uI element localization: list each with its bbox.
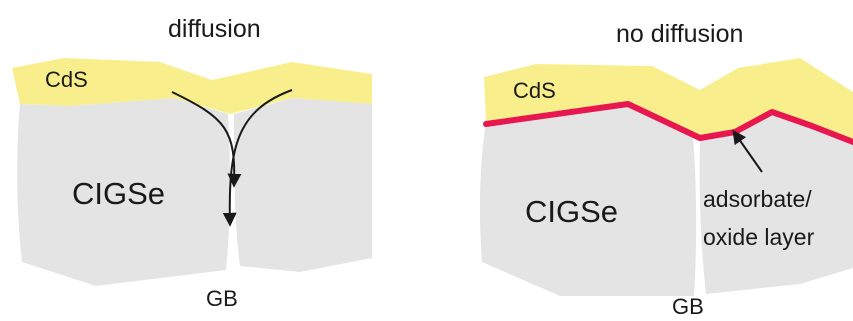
diffusion-arrow-right (222, 89, 293, 227)
annotation-arrow (732, 129, 763, 173)
right-panel: no diffusion CdS CIGSe adsorbate/ oxide … (479, 20, 853, 319)
right-cigse-grain-left (479, 102, 697, 296)
right-cds-label: CdS (513, 78, 556, 103)
right-title: no diffusion (616, 20, 743, 48)
left-cigse-label: CIGSe (72, 176, 165, 211)
left-gb-label: GB (206, 286, 238, 311)
diffusion-arrow-left (171, 91, 242, 188)
right-cigse-label: CIGSe (525, 194, 618, 229)
left-title: diffusion (168, 15, 261, 43)
right-gb-label: GB (672, 294, 704, 319)
right-cds-layer (484, 58, 853, 144)
annotation-line-2: oxide layer (703, 224, 815, 250)
left-cds-layer (12, 58, 372, 114)
right-cigse-grain-right (699, 112, 853, 294)
annotation-line-1: adsorbate/ (703, 186, 812, 212)
left-panel: diffusion CdS CIGSe GB (12, 15, 372, 311)
left-cds-label: CdS (45, 67, 88, 92)
left-cigse-grain-right (234, 98, 372, 272)
left-cigse-grain-left (17, 98, 231, 286)
